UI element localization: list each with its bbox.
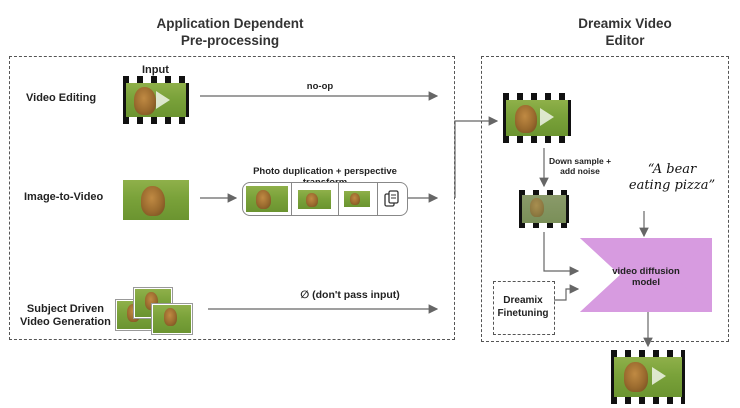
text-prompt: “A bear eating pizza” — [622, 162, 722, 194]
noisy-to-model-arrow — [543, 232, 580, 276]
preprocessing-title-line1: Application Dependent — [156, 16, 304, 31]
play-icon — [156, 91, 170, 109]
video-diffusion-model-shape — [580, 238, 712, 312]
downsample-line2: add noise — [560, 166, 600, 176]
editor-input-filmstrip — [503, 93, 571, 143]
model-line1: video diffusion — [612, 266, 680, 277]
duplicated-frame-3 — [344, 191, 370, 207]
preprocessing-title-line2: Pre-processing — [180, 33, 280, 48]
preprocessing-title: Application Dependent Pre-processing — [130, 15, 330, 49]
editor-title: Dreamix Video Editor — [545, 15, 705, 49]
subject-driven-label: Subject Driven Video Generation — [20, 303, 111, 329]
dreamix-finetuning-box — [493, 281, 555, 335]
merge-arrow — [454, 116, 499, 198]
noisy-downsampled-video — [519, 190, 569, 228]
subject-image-3 — [152, 304, 192, 334]
copy-icon — [384, 190, 399, 207]
bear-image — [141, 186, 165, 216]
input-image — [123, 180, 189, 220]
dont-pass-label: ∅ (don't pass input) — [300, 289, 400, 301]
dreamix-finetuning-label: Dreamix Finetuning — [493, 294, 553, 320]
text-prompt-line2: eating pizza” — [628, 178, 716, 193]
noop-label: no-op — [306, 81, 334, 92]
duplicated-frame-2 — [298, 190, 331, 209]
subject-driven-line1: Subject Driven — [26, 303, 104, 315]
play-icon — [652, 367, 666, 385]
text-prompt-line1: “A bear — [647, 162, 697, 177]
bear-image — [624, 362, 648, 392]
video-editing-label: Video Editing — [26, 92, 97, 104]
image-to-video-label: Image-to-Video — [24, 191, 104, 203]
duplication-frames-group — [242, 182, 408, 216]
downsample-label: Down sample + add noise — [548, 156, 612, 176]
subject-driven-line2: Video Generation — [20, 316, 111, 328]
finetune-to-model-arrow — [554, 284, 580, 301]
editor-box — [481, 56, 729, 342]
editor-title-line1: Dreamix Video — [578, 16, 672, 31]
editor-title-line2: Editor — [605, 33, 645, 48]
duplicated-frame-1 — [246, 186, 288, 212]
video-diffusion-model-label: video diffusion model — [606, 266, 686, 288]
finetune-line2: Finetuning — [497, 308, 549, 319]
bear-image — [134, 87, 156, 115]
downsample-line1: Down sample + — [548, 156, 612, 166]
model-line2: model — [632, 277, 660, 288]
finetune-line1: Dreamix — [503, 295, 543, 306]
input-video-filmstrip — [123, 76, 189, 124]
bear-image — [515, 105, 537, 133]
play-icon — [540, 108, 554, 126]
input-label: Input — [142, 64, 169, 76]
output-video-filmstrip — [611, 350, 685, 404]
